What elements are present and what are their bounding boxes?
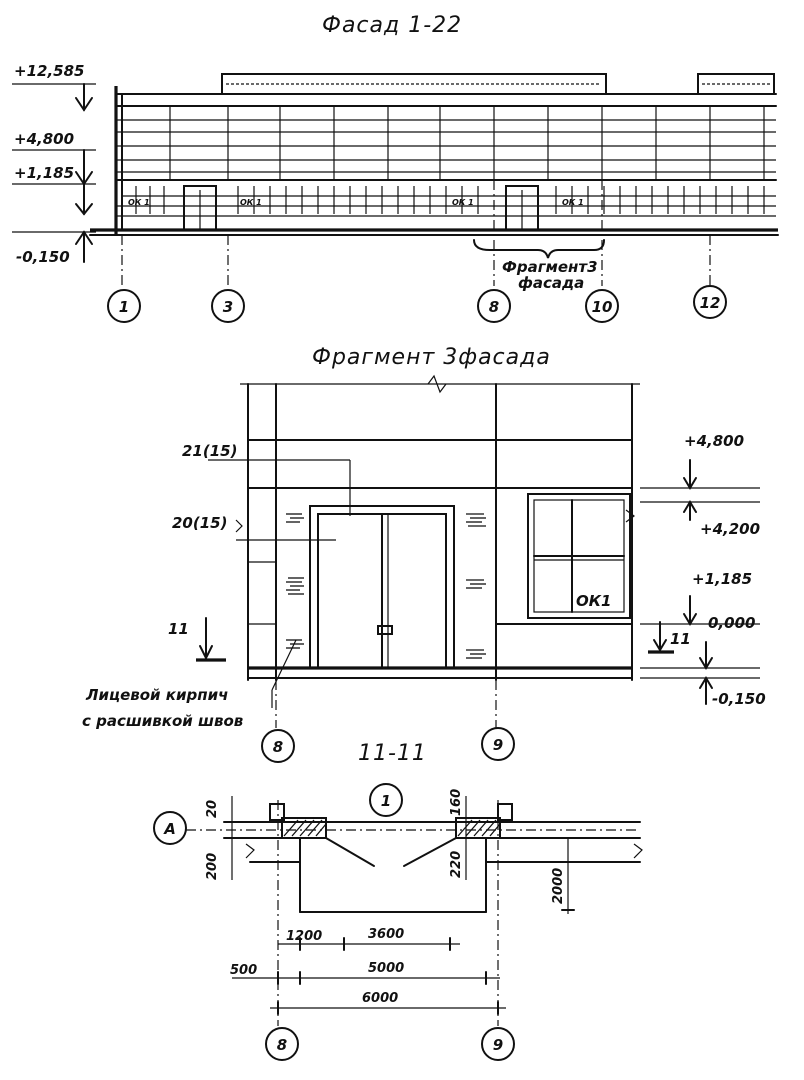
window-mark: ОК 1: [452, 198, 474, 207]
mark-bubble: [369, 783, 403, 817]
fragment-callout: фасада: [518, 274, 584, 292]
dim-label: 160: [449, 789, 464, 816]
axis-bubble: [481, 1027, 515, 1061]
section-drawing: 11-11 1 А: [153, 741, 643, 1061]
window-mark: ОК 1: [562, 198, 584, 207]
axis-bubble: [107, 289, 141, 323]
axis-label: 12: [700, 294, 721, 312]
section-mark: 11: [670, 630, 691, 648]
dim-label: 200: [205, 853, 220, 880]
facade-axis-lines: [121, 180, 711, 286]
axis-label: 8: [273, 738, 283, 756]
axis-label: 1: [119, 298, 129, 316]
axis-label: 3: [223, 298, 233, 316]
mark-label: 1: [381, 792, 391, 810]
axis-bubble: [153, 811, 187, 845]
axis-bubble: [265, 1027, 299, 1061]
fragment-brace: [473, 239, 605, 259]
facade-window-band: [122, 186, 776, 214]
level-label: +4,200: [700, 520, 760, 538]
axis-bubble: [481, 727, 515, 761]
facade-level-marks: [12, 83, 96, 263]
section-title: 11-11: [358, 741, 427, 766]
level-label: +1,185: [14, 164, 74, 182]
facade-title: Фасад 1-22: [322, 13, 462, 38]
material-note: с расшивкой швов: [82, 712, 243, 730]
axis-label: 10: [592, 298, 613, 316]
level-label: +1,185: [692, 570, 752, 588]
window-mark: ОК 1: [128, 198, 150, 207]
facade-panel-grid: [169, 106, 765, 180]
level-label: +4,800: [14, 130, 74, 148]
dim-label: 20: [205, 800, 220, 818]
fragment-title: Фрагмент 3фасада: [312, 345, 551, 370]
brick-hatch: [286, 513, 486, 659]
level-label: -0,150: [16, 248, 70, 266]
level-label: -0,150: [712, 690, 766, 708]
lintel-right: [455, 817, 501, 839]
window-ok1: [527, 493, 631, 619]
axis-bubble: [477, 289, 511, 323]
axis-label: 9: [493, 1036, 503, 1054]
fragment-drawing: Фрагмент 3фасада: [82, 345, 766, 763]
axis-bubble: [261, 729, 295, 763]
level-label: +12,585: [14, 62, 84, 80]
axis-label: А: [163, 820, 176, 838]
dim-label: 2000: [551, 868, 566, 904]
fragment-callout: Фрагмент3: [502, 258, 598, 276]
axis-bubble: [211, 289, 245, 323]
lintel-left: [281, 817, 327, 839]
dim-label: 5000: [368, 961, 404, 976]
dim-label: 1200: [286, 929, 322, 944]
level-label: 0,000: [708, 614, 755, 632]
axis-label: 9: [493, 736, 503, 754]
window-mark: ОК 1: [240, 198, 262, 207]
level-label: +4,800: [684, 432, 744, 450]
fragment-level-marks: [640, 459, 760, 705]
axis-bubble: [693, 285, 727, 319]
section-mark: 11: [168, 620, 189, 638]
facade-axis-bubbles: 1 3 8 10 12: [107, 285, 727, 323]
axis-label: 8: [489, 298, 499, 316]
window-mark: ОК1: [576, 592, 611, 610]
dim-label: 3600: [368, 927, 404, 942]
callout-label: 21(15): [182, 442, 237, 460]
dim-label: 500: [230, 963, 257, 978]
axis-label: 8: [277, 1036, 287, 1054]
material-note: Лицевой кирпич: [85, 686, 228, 704]
dim-label: 6000: [362, 991, 398, 1006]
axis-bubble: [585, 289, 619, 323]
callout-label: 20(15): [172, 514, 227, 532]
facade-drawing: Фасад 1-22: [12, 13, 779, 323]
dim-label: 220: [449, 851, 464, 878]
